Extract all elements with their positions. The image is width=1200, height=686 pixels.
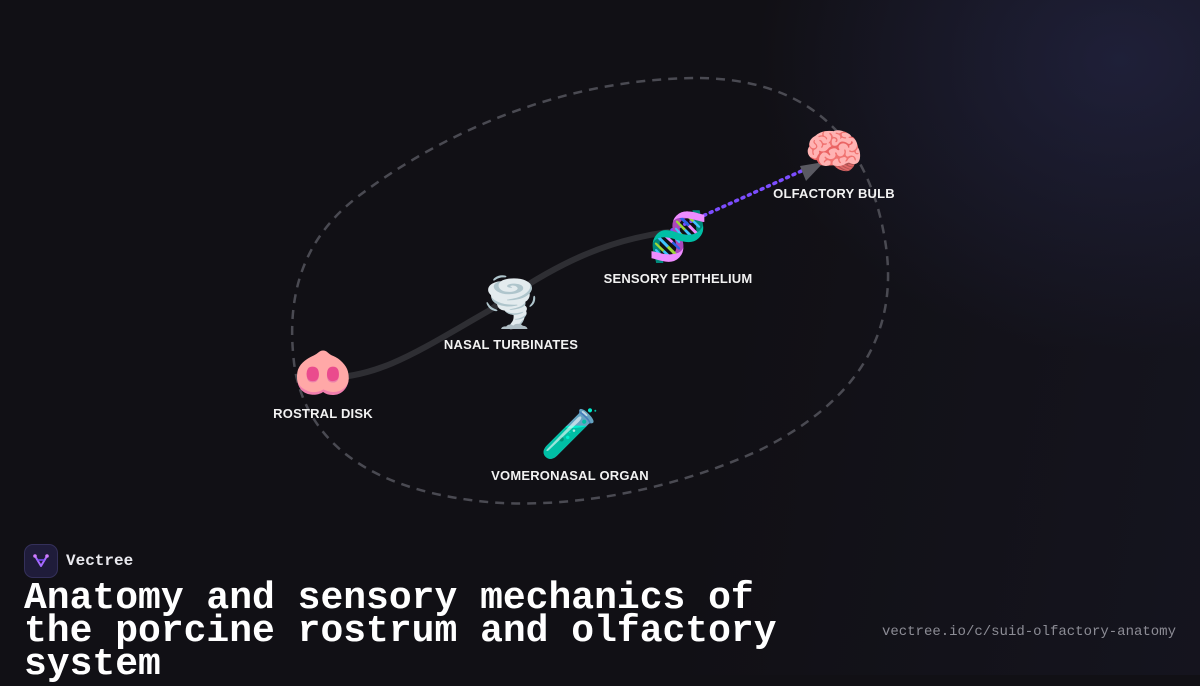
tornado-icon: 🌪️ <box>481 275 541 331</box>
node-label: ROSTRAL DISK <box>273 406 373 421</box>
node-label: OLFACTORY BULB <box>773 186 895 201</box>
dna-icon: 🧬 <box>648 209 708 265</box>
test-tube-icon: 🧪 <box>540 406 600 462</box>
node-label: VOMERONASAL ORGAN <box>491 468 649 483</box>
brand-name: Vectree <box>66 552 134 570</box>
boundary-outline <box>290 76 890 505</box>
node-sensory-epithelium[interactable]: 🧬 SENSORY EPITHELIUM <box>604 209 753 286</box>
node-olfactory-bulb[interactable]: 🧠 OLFACTORY BULB <box>773 124 895 201</box>
node-nasal-turbinates[interactable]: 🌪️ NASAL TURBINATES <box>444 275 578 352</box>
node-label: SENSORY EPITHELIUM <box>603 271 753 286</box>
signal-arrow-head <box>800 162 824 181</box>
pig-nose-icon: 🐽 <box>293 344 353 400</box>
page-url[interactable]: vectree.io/c/suid-olfactory-anatomy <box>881 624 1176 640</box>
vectree-logo-icon <box>24 544 58 578</box>
page-title: Anatomy and sensory mechanics of the por… <box>24 577 777 686</box>
node-label: NASAL TURBINATES <box>443 337 579 352</box>
airflow-path <box>321 229 671 381</box>
node-vomeronasal-organ[interactable]: 🧪 VOMERONASAL ORGAN <box>491 406 649 483</box>
node-rostral-disk[interactable]: 🐽 ROSTRAL DISK <box>273 344 373 421</box>
brand[interactable]: Vectree <box>24 544 133 578</box>
brain-icon: 🧠 <box>804 124 864 180</box>
signal-connector <box>670 166 810 232</box>
